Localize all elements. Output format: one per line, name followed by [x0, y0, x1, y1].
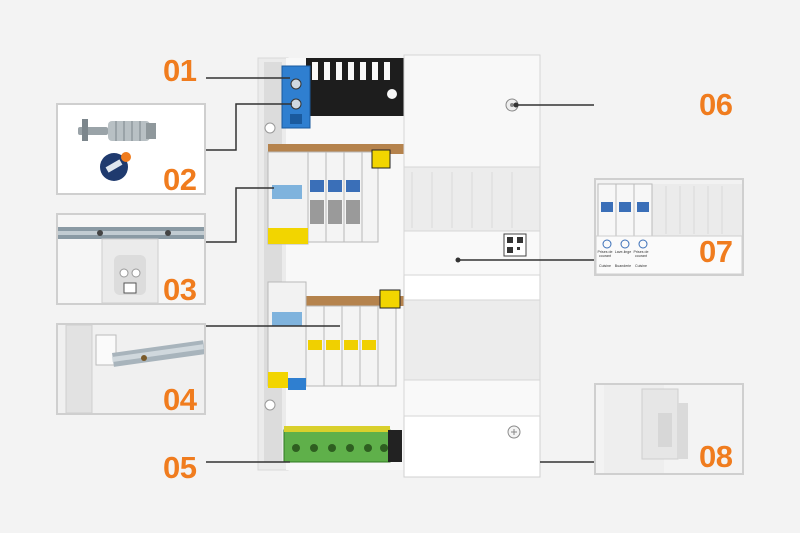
callout-number-01: 01 — [163, 53, 197, 88]
din-rail-clip-illustration — [58, 215, 204, 303]
callout-number-03: 03 — [163, 272, 197, 307]
breaker-labels-illustration — [596, 180, 742, 274]
callout-number-02: 02 — [163, 162, 197, 197]
label-holder-lower — [403, 379, 541, 417]
comb-busbar-2 — [268, 296, 404, 306]
cover-plate-lower — [403, 299, 541, 381]
callout-number-05: 05 — [163, 450, 197, 485]
callout-number-06: 06 — [699, 87, 733, 122]
callout-number-04: 04 — [163, 382, 197, 417]
leader-line-03 — [206, 187, 274, 243]
earth-terminal-block — [283, 429, 391, 463]
circuit-label-1: Prises de courant — [597, 250, 613, 258]
inset-08-cover-hinge — [594, 383, 744, 475]
fixing-screw-illustration — [78, 119, 156, 181]
circuit-label-3: Prises de courant — [633, 250, 649, 258]
circuit-label-2: Lave-linge — [614, 250, 632, 254]
comb-busbar-1 — [268, 144, 404, 154]
leader-line-02 — [206, 103, 292, 151]
cover-hinge-illustration — [596, 385, 742, 473]
callout-number-07: 07 — [699, 234, 733, 269]
inset-07-labels: Prises de courant Lave-linge Prises de c… — [594, 178, 744, 276]
rail-end-illustration — [58, 325, 204, 413]
leader-lines — [206, 77, 594, 463]
inset-03-din-rail-clip — [56, 213, 206, 305]
breaker-row-1 — [267, 149, 391, 245]
inset-02-fixing-screw — [56, 103, 206, 195]
circuit-sublabel-3: Cuisine — [635, 264, 647, 268]
callout-number-08: 08 — [699, 439, 733, 474]
circuit-sublabel-1: Cuisine — [599, 264, 611, 268]
circuit-sublabel-2: Buanderie — [614, 264, 632, 268]
inset-04-rail-end — [56, 323, 206, 415]
